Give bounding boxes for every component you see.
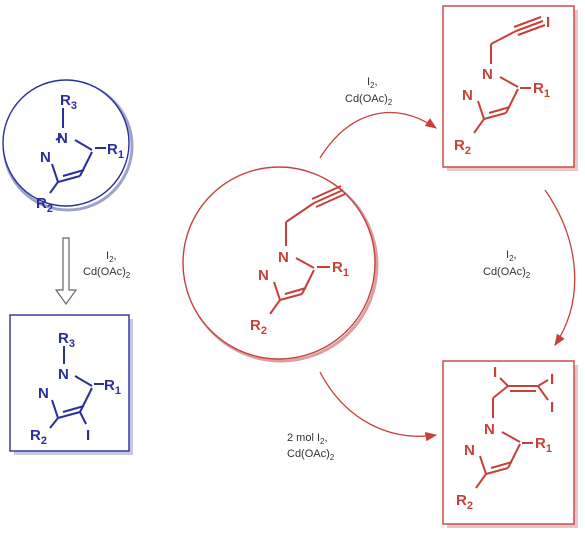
product-n1-label: N	[58, 366, 69, 383]
right-reagent-line1: I2,	[506, 249, 517, 263]
start-n2-label: N	[40, 149, 51, 166]
iodoalkyne-r1-label: R1	[533, 80, 550, 100]
iodoalkyne-iodine-label: I	[546, 14, 550, 31]
bottom-reagent-line2: Cd(OAc)2	[287, 448, 335, 462]
iodoalkyne-r2-label: R2	[454, 137, 471, 157]
down-arrow-iodination	[54, 237, 78, 306]
propargyl-r1-label: R1	[332, 259, 349, 279]
triiodo-r2-label: R2	[456, 492, 473, 512]
product-iodine-label: I	[86, 427, 90, 444]
bottom-reagent-line1: 2 mol I2,	[287, 432, 328, 446]
propargyl-r2-label: R2	[250, 317, 267, 337]
propargyl-n1-label: N	[278, 249, 289, 266]
arrow-to-triiodoalkene	[544, 189, 576, 346]
start-pyrazole-circle	[2, 79, 130, 207]
top-reagent-line2: Cd(OAc)2	[345, 93, 393, 107]
start-r2-label: R2	[36, 195, 53, 215]
product-r1-label: R1	[104, 377, 121, 397]
product-r2-label: R2	[30, 427, 47, 447]
left-reagent-line1: I2,	[106, 250, 117, 264]
arrow-direct-triiodoalkene	[319, 371, 438, 442]
triiodo-iodine-1: I	[493, 364, 497, 381]
triiodo-n1-label: N	[484, 421, 495, 438]
triiodo-r1-label: R1	[535, 435, 552, 455]
top-reagent-line1: I2,	[367, 76, 378, 90]
start-r1-label: R1	[107, 141, 124, 161]
propargyl-pyrazole-circle	[182, 166, 376, 360]
start-n1-label: N	[57, 130, 68, 147]
right-reagent-line2: Cd(OAc)2	[483, 266, 531, 280]
iodopyrazole-product-box	[9, 314, 130, 452]
triiodoalkene-bonds	[475, 377, 549, 489]
propargyl-n2-label: N	[258, 267, 269, 284]
iodoalkyne-n2-label: N	[462, 87, 473, 104]
product-r3-label: R3	[58, 330, 75, 350]
start-r3-label: R3	[60, 92, 77, 112]
iodoalkyne-bonds	[473, 16, 546, 134]
triiodo-n2-label: N	[464, 442, 475, 459]
product-n2-label: N	[38, 385, 49, 402]
iodopyrazole-bonds	[49, 346, 104, 429]
triiodoalkene-product-box	[442, 360, 575, 525]
left-reagent-line2: Cd(OAc)2	[83, 266, 131, 280]
propargyl-pyrazole-bonds	[269, 185, 346, 315]
triiodo-iodine-3: I	[550, 399, 554, 416]
start-pyrazole-bonds	[49, 108, 106, 194]
iodoalkyne-n1-label: N	[482, 66, 493, 83]
iodoalkyne-product-box	[442, 5, 575, 168]
arrow-to-iodoalkyne	[319, 111, 437, 159]
triiodo-iodine-2: I	[550, 371, 554, 388]
